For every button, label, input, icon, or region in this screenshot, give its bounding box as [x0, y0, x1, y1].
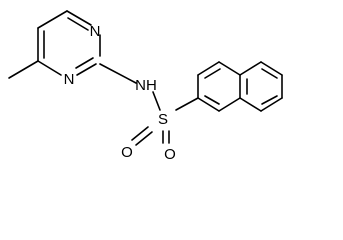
bond-naphthalene — [218, 61, 241, 76]
bond-naphthalene — [239, 97, 262, 112]
bond-s-o-left-double — [135, 131, 153, 146]
bond-naphthalene-double — [204, 95, 220, 105]
atom-o-left: O — [121, 144, 133, 161]
bond-naphthalene — [239, 61, 262, 76]
atom-o-right: O — [164, 146, 176, 163]
bond-nh-s — [152, 91, 161, 111]
atom-s: S — [158, 111, 168, 128]
bond-s-naphthalene — [175, 97, 199, 111]
bond-naphthalene — [260, 61, 283, 76]
bond-methyl — [8, 60, 39, 79]
atom-nh: NH — [135, 77, 157, 94]
bond-naphthalene — [197, 97, 220, 112]
bond-pyrimidine-double — [67, 17, 89, 31]
bond-pyrimidine — [66, 10, 92, 26]
bond-pyrimidine — [37, 60, 62, 76]
atom-n-bottom: N — [64, 71, 75, 88]
bond-pyrimidine-double — [75, 57, 94, 69]
bond-naphthalene — [197, 61, 220, 76]
bond-pyrimidine — [76, 63, 97, 76]
atom-n-top: N — [90, 23, 101, 40]
bond-pyrimidine — [37, 10, 68, 29]
bond-naphthalene — [260, 97, 283, 112]
chemical-structure: N N NH S O O — [8, 10, 283, 163]
bond-c-nh — [99, 63, 137, 84]
bond-naphthalene-double — [204, 68, 221, 79]
bond-naphthalene-double — [261, 95, 278, 105]
bond-naphthalene — [218, 97, 241, 112]
bond-naphthalene-double — [261, 68, 278, 79]
bond-s-o-left — [131, 126, 149, 141]
